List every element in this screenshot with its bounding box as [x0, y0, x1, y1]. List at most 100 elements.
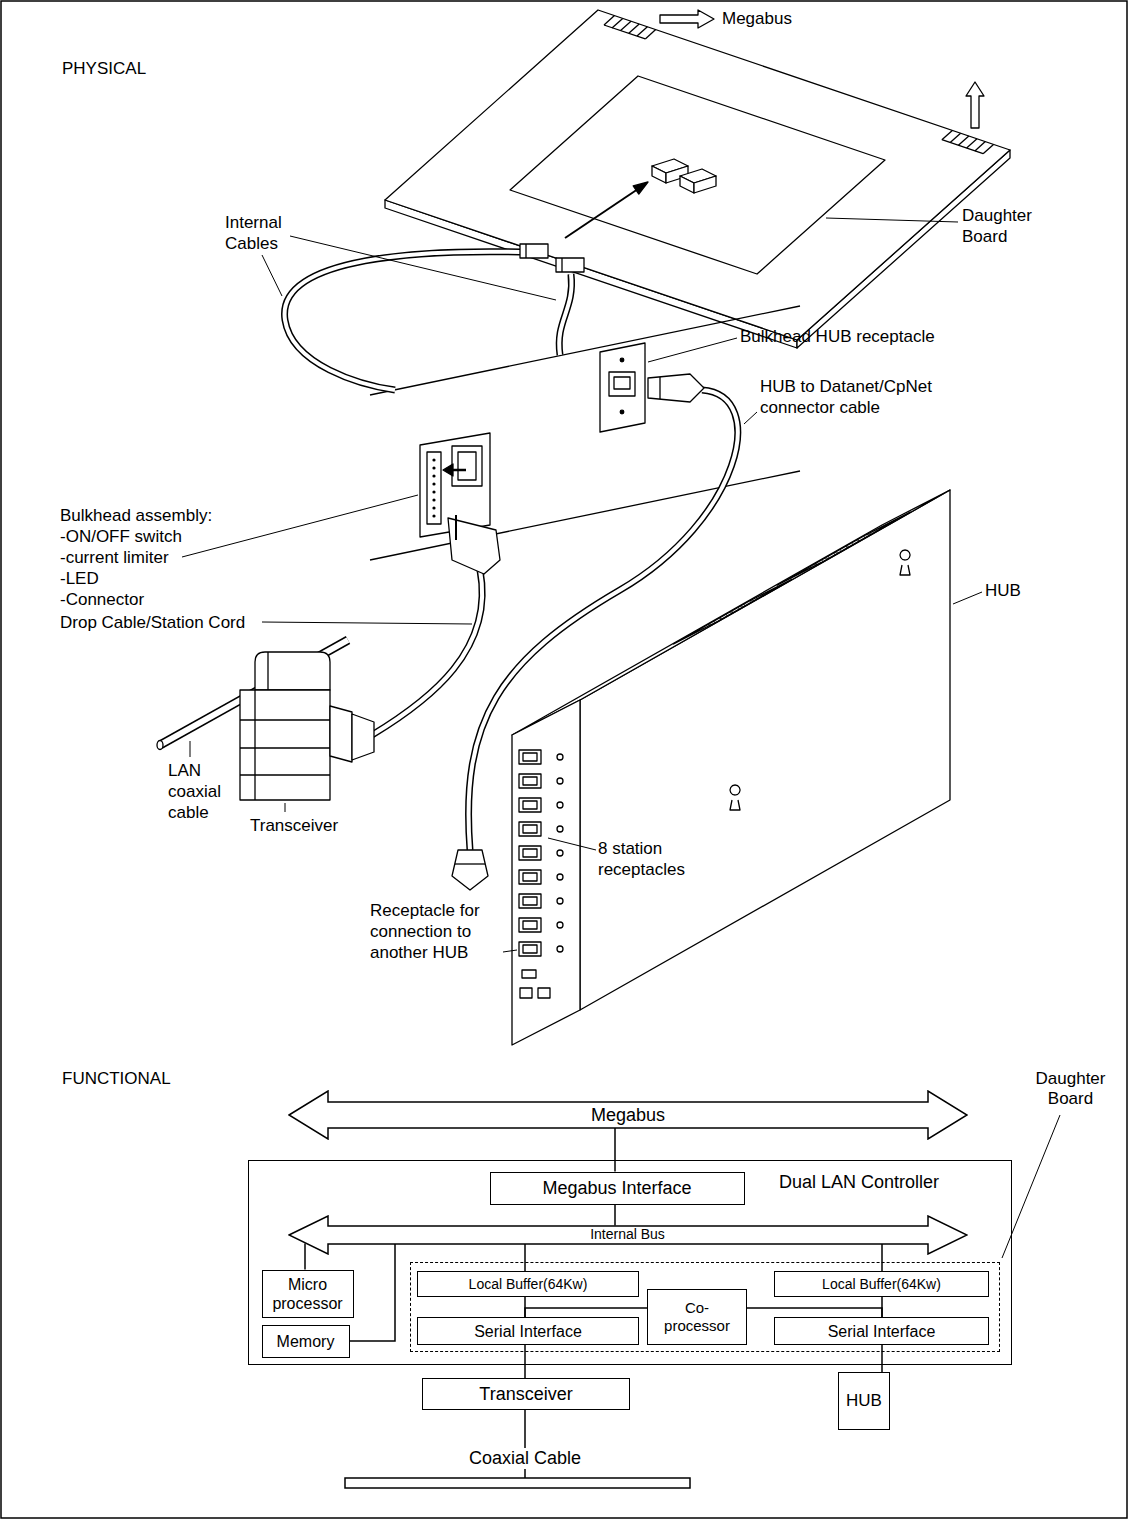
d-connector: [455, 515, 457, 540]
interface-box: Megabus Interface: [490, 1172, 745, 1205]
connector-line: [881, 1244, 883, 1272]
board-connector: [652, 159, 716, 193]
cable-connector: [556, 258, 584, 272]
transceiver-body: [240, 747, 330, 748]
connector-line: [614, 1205, 616, 1226]
bus-label: Megabus: [722, 8, 792, 29]
hub-plug: [452, 850, 488, 890]
hub-front: [512, 700, 580, 1045]
transceiver-body: [254, 690, 255, 800]
transceiver-clamp: [255, 652, 330, 690]
buffer-box: Local Buffer(64Kw): [774, 1271, 989, 1297]
cable-label: Coaxial Cable: [465, 1448, 585, 1469]
controller-box: Dual LAN Controller Megabus InterfaceInte…: [248, 1160, 1012, 1365]
plug-arrow: [565, 189, 638, 238]
megabus-arrow: [966, 82, 984, 128]
node-text: Co-processor: [659, 1299, 735, 1335]
part-label: HUB to Datanet/CpNet connector cable: [760, 376, 965, 418]
keyhole: [730, 785, 740, 810]
part-label: Receptacle for connection to another HUB: [370, 900, 505, 963]
station-receptacles: [519, 750, 563, 998]
cable-connector: [561, 258, 562, 272]
bulkhead-connector: [427, 452, 441, 524]
node-text: Transceiver: [479, 1383, 572, 1405]
part-item: -ON/OFF switch: [60, 526, 182, 547]
interface-box: Serial Interface: [417, 1317, 639, 1345]
transceiver-body: [240, 774, 330, 775]
connector-line: [350, 1244, 396, 1342]
connector-line: [747, 1308, 882, 1317]
connector-line: [304, 1244, 306, 1270]
d-connector: [330, 706, 352, 762]
double-arrow-outline: [289, 1091, 967, 1139]
transceiver-box: Transceiver: [422, 1378, 630, 1410]
double-arrow-outline: [289, 1216, 967, 1254]
node-text: Micro processor: [268, 1275, 348, 1313]
buffer-box: Local Buffer(64Kw): [417, 1271, 639, 1297]
physical-drawing: [157, 10, 1010, 1045]
daughter-board-region: Daughter BoardLocal Buffer(64Kw)Co-proce…: [410, 1262, 1000, 1352]
interface-box: Serial Interface: [774, 1317, 989, 1345]
leader-lines: [182, 218, 1060, 1258]
part-label: 8 station receptacles: [598, 838, 693, 880]
cable-connector: [520, 244, 548, 258]
part-label: Transceiver: [250, 815, 338, 836]
part-label: HUB: [985, 580, 1021, 601]
screw: [620, 410, 624, 414]
mother-board: [385, 10, 1010, 340]
part-label: Bulkhead assembly:: [60, 505, 212, 526]
coax-rod: [157, 741, 163, 750]
plug-arrow: [452, 469, 466, 472]
processor-box: Micro processor: [262, 1270, 354, 1318]
node-text: Megabus: [591, 1104, 665, 1126]
section-title: FUNCTIONAL: [62, 1068, 171, 1089]
screw: [620, 358, 624, 362]
plug-arrow: [443, 464, 453, 476]
node-text: Dual LAN Controller: [779, 1171, 939, 1193]
megabus-arrow: [660, 10, 714, 28]
transceiver-body: [240, 719, 330, 720]
bulkhead-panel: [370, 471, 800, 560]
part-item: -Connector: [60, 589, 144, 610]
hub-cable: [469, 390, 738, 850]
node-text: Serial Interface: [828, 1322, 936, 1341]
node-text: Local Buffer(64Kw): [822, 1276, 941, 1293]
part-label: Drop Cable/Station Cord: [60, 612, 245, 633]
node-text: Internal Bus: [590, 1226, 665, 1243]
hub-box: HUB: [838, 1372, 890, 1430]
on-off-switch: [452, 446, 482, 486]
part-label: Daughter Board: [962, 205, 1042, 247]
hub-cable: [469, 390, 738, 850]
node-text: Megabus Interface: [542, 1177, 691, 1199]
cable-connector: [525, 244, 526, 258]
on-off-switch: [458, 452, 476, 480]
bus-contacts: [604, 16, 994, 154]
node-text: Daughter Board: [1031, 1069, 1111, 1109]
transceiver-body: [240, 690, 330, 800]
bulkhead-panel: [370, 306, 800, 395]
connector-line: [524, 1345, 526, 1378]
hub-grille: [777, 512, 910, 585]
memory-box: Memory: [262, 1325, 350, 1358]
hub-receptacle: [614, 377, 630, 389]
section-title: PHYSICAL: [62, 58, 146, 79]
coprocessor-box: Co-processor: [647, 1289, 747, 1345]
internal-cable: [285, 252, 572, 390]
connector-line: [614, 1128, 616, 1172]
plug-arrow: [633, 182, 648, 194]
node-text: Memory: [277, 1332, 335, 1351]
part-item: -current limiter: [60, 547, 169, 568]
d-connector: [352, 714, 374, 760]
hub-plug: [659, 377, 660, 399]
transceiver-clamp: [267, 652, 268, 690]
part-label: LAN coaxial cable: [168, 760, 230, 823]
bus-band: Internal Bus: [288, 1215, 968, 1255]
node-text: Local Buffer(64Kw): [469, 1276, 588, 1293]
hub-plug: [648, 374, 704, 402]
drop-cable: [372, 570, 482, 735]
coaxial-cable: [345, 1410, 690, 1488]
drop-cable: [372, 570, 482, 735]
node-text: HUB: [846, 1391, 882, 1411]
part-label: Internal Cables: [225, 212, 310, 254]
